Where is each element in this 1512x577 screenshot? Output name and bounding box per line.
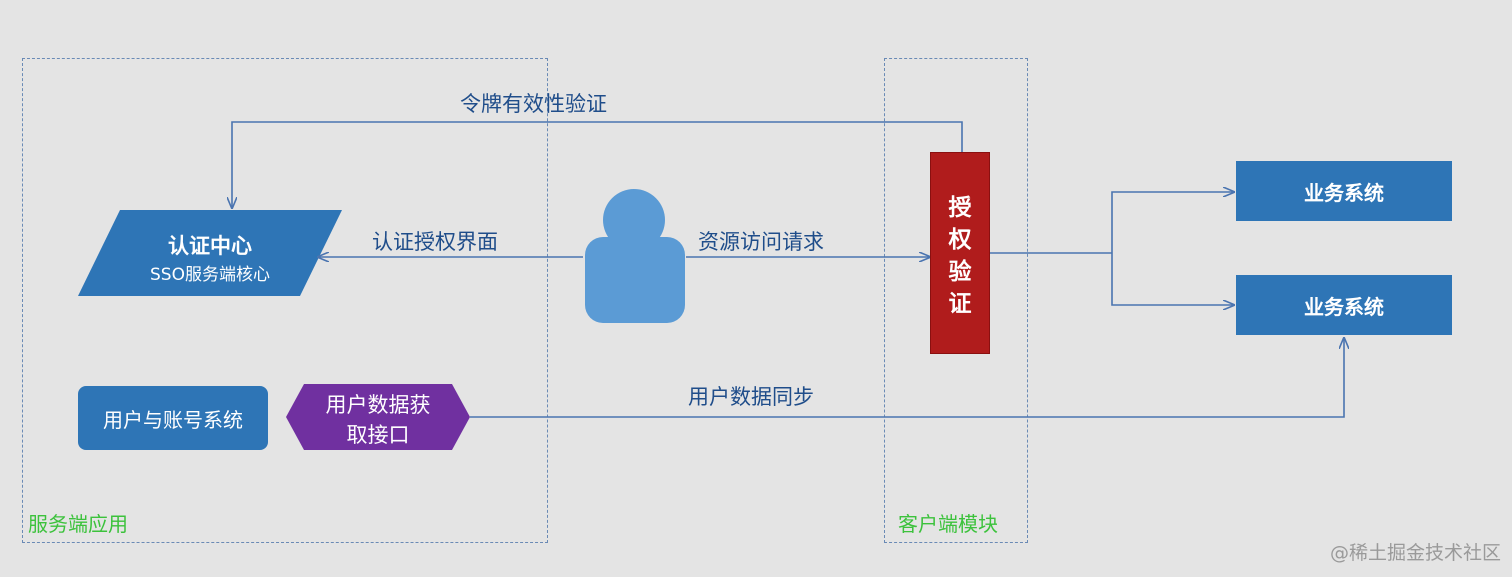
to-business-1-edge [1111,192,1234,253]
resource-request-label: 资源访问请求 [698,230,824,254]
auth-check-char: 权 [948,227,972,253]
business-system-node-2: 业务系统 [1236,275,1452,335]
business-system-node-1: 业务系统 [1236,161,1452,221]
auth-center-title: 认证中心 [168,234,252,258]
auth-center-node [78,210,342,296]
server-zone [22,58,548,543]
user-data-api-node [286,384,470,450]
token-validation-edge [232,121,963,208]
auth-ui-label: 认证授权界面 [372,230,498,254]
auth-check-char: 证 [948,291,972,317]
server-zone-label: 服务端应用 [28,512,128,536]
user-icon [585,189,685,323]
auth-check-char: 验 [948,259,972,285]
auth-check-char: 授 [948,195,972,221]
user-sync-edge [470,338,1344,418]
auth-center-subtitle: SSO服务端核心 [150,265,270,285]
client-zone-label: 客户端模块 [898,512,998,536]
user-data-api-line2: 取接口 [346,423,410,447]
watermark: @稀土掘金技术社区 [1330,542,1502,564]
user-data-api-line1: 用户数据获 [325,393,431,417]
to-business-2-edge [1111,253,1234,305]
auth-check-node: 授 权 验 证 [930,152,990,354]
token-validation-label: 令牌有效性验证 [460,92,607,116]
user-sync-label: 用户数据同步 [688,385,814,409]
client-zone [884,58,1028,543]
user-account-system-node: 用户与账号系统 [78,386,268,450]
